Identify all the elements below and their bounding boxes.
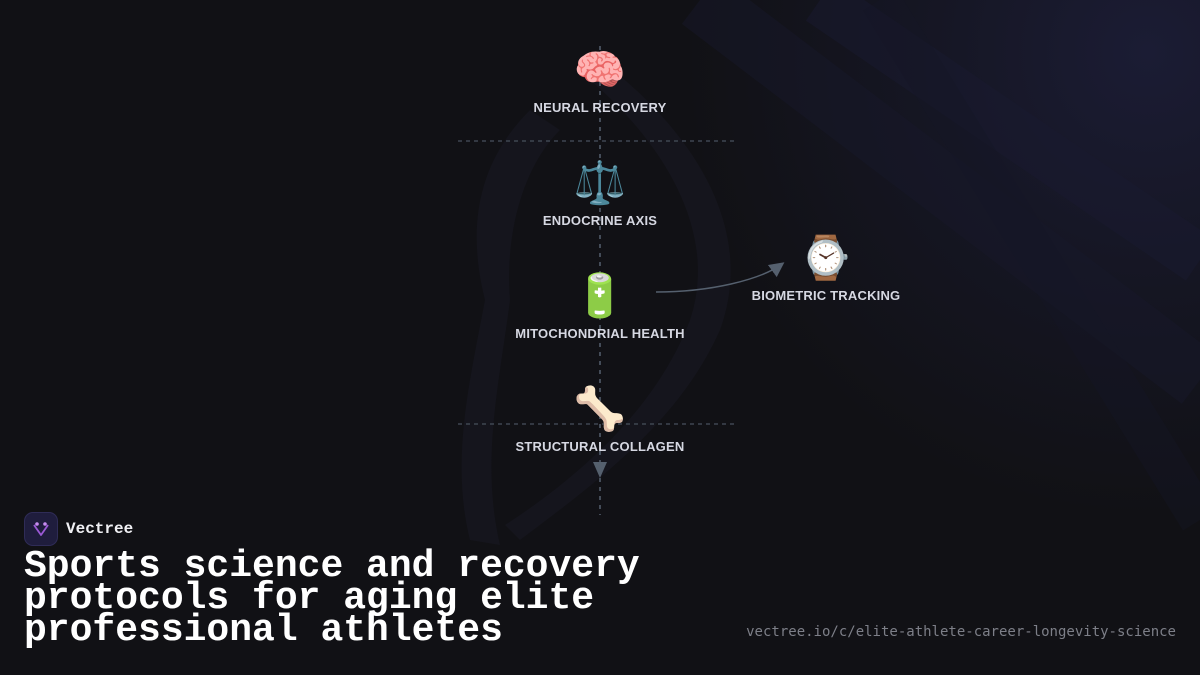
node-label: STRUCTURAL COLLAGEN <box>515 439 685 454</box>
node-label: ENDOCRINE AXIS <box>542 213 658 228</box>
battery-icon: 🔋 <box>573 272 627 319</box>
node-label: NEURAL RECOVERY <box>533 100 667 115</box>
node-label: BIOMETRIC TRACKING <box>751 288 901 303</box>
watch-icon: ⌚ <box>799 234 853 281</box>
node-neural-recovery: 🧠 NEURAL RECOVERY <box>480 46 720 115</box>
node-endocrine-axis: ⚖️ ENDOCRINE AXIS <box>480 159 720 228</box>
bone-icon: 🦴 <box>573 385 627 432</box>
brand-name: Vectree <box>66 520 134 538</box>
node-biometric-tracking: ⌚ BIOMETRIC TRACKING <box>706 234 946 303</box>
balance-scale-icon: ⚖️ <box>573 159 627 206</box>
brand[interactable]: Vectree <box>24 512 133 546</box>
vectree-logo-icon <box>24 512 58 546</box>
node-structural-collagen: 🦴 STRUCTURAL COLLAGEN <box>480 385 720 454</box>
page-title: Sports science and recovery protocols fo… <box>24 545 640 652</box>
brain-icon: 🧠 <box>573 46 627 93</box>
node-label: MITOCHONDRIAL HEALTH <box>515 326 685 341</box>
spine-arrowhead <box>593 462 607 478</box>
page-url[interactable]: vectree.io/c/elite-athlete-career-longev… <box>746 624 1176 640</box>
node-mitochondrial-health: 🔋 MITOCHONDRIAL HEALTH <box>480 272 720 341</box>
connector-arrow <box>655 262 785 293</box>
